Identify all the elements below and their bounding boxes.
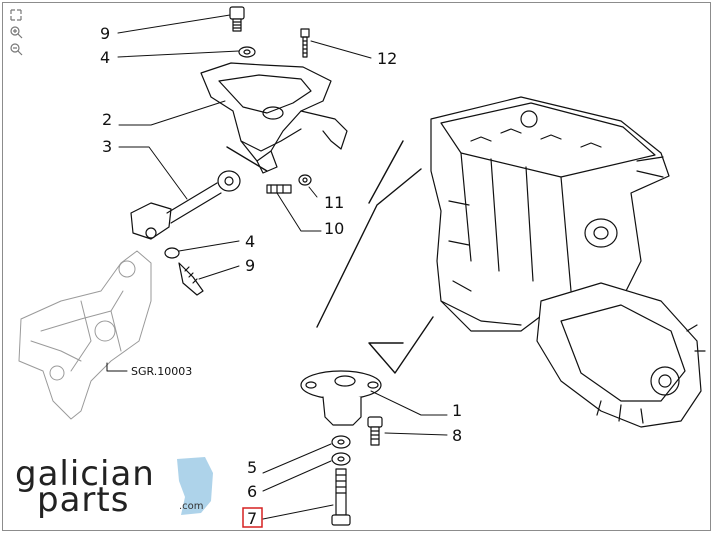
brand-line-2: parts: [37, 480, 129, 520]
callout-1: 1: [452, 401, 462, 420]
callout-8: 8: [452, 426, 462, 445]
brand-suffix: .com: [179, 501, 204, 512]
engine-assembly: [430, 96, 706, 428]
callout-5: 5: [247, 458, 257, 477]
part-stud-12[interactable]: [300, 28, 310, 58]
callout-10: 10: [324, 219, 344, 238]
part-washer-5[interactable]: [331, 435, 351, 449]
cut-line-lower: [368, 316, 434, 374]
brand-logo: galician parts .com: [15, 454, 213, 520]
callout-7-highlight[interactable]: [242, 507, 263, 528]
brand-line-1: galician: [15, 454, 155, 494]
callout-3: 3: [102, 137, 112, 156]
part-bolt-7[interactable]: [331, 468, 351, 526]
part-washer-4-top[interactable]: [238, 46, 256, 58]
zoom-in-icon[interactable]: [9, 25, 23, 39]
viewer-toolbar: [9, 8, 27, 59]
callout-4-lower: 4: [245, 232, 255, 251]
part-mount-1[interactable]: [300, 370, 382, 426]
part-bracket-2[interactable]: [200, 62, 348, 174]
part-bolt-9-top[interactable]: [229, 6, 245, 32]
reference-label: SGR.10003: [131, 365, 192, 378]
part-bolt-10[interactable]: [266, 184, 292, 194]
callout-9-lower: 9: [245, 256, 255, 275]
part-washer-6[interactable]: [331, 452, 351, 466]
engine-mount-bracket-reference: [18, 250, 152, 420]
part-nut-11[interactable]: [298, 174, 312, 186]
zoom-out-icon[interactable]: [9, 42, 23, 56]
part-washer-4-lower[interactable]: [164, 247, 180, 259]
callout-4-top: 4: [100, 48, 110, 67]
callout-12: 12: [377, 49, 397, 68]
callout-2: 2: [102, 110, 112, 129]
part-tie-rod-3[interactable]: [130, 170, 241, 240]
callout-7: 7: [247, 509, 257, 528]
exploded-parts-diagram: 9 4 12 2 3 11 10 4 9 1 8 5 6 7 SGR.10003…: [15, 6, 706, 528]
callout-6: 6: [247, 482, 257, 501]
callout-9-top: 9: [100, 24, 110, 43]
part-bolt-8[interactable]: [367, 416, 383, 446]
cut-line-upper: [316, 168, 422, 328]
callout-11: 11: [324, 193, 344, 212]
fit-page-icon[interactable]: [9, 8, 23, 22]
part-bolt-9-lower[interactable]: [178, 262, 204, 296]
